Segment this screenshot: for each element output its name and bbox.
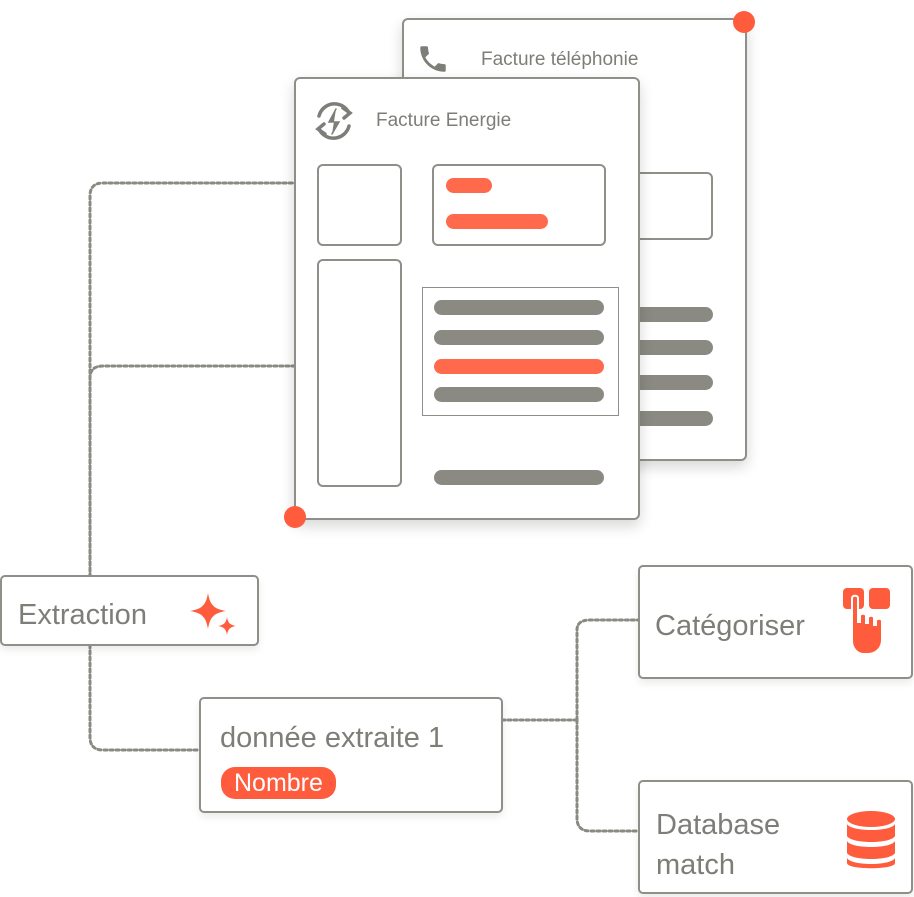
corner-dot [284, 506, 306, 528]
text-line [629, 375, 713, 390]
extracted-field-short [446, 178, 492, 193]
extraction-label: Extraction [18, 599, 147, 631]
energy-cycle-icon [309, 96, 359, 151]
type-badge: Nombre [221, 767, 336, 799]
document-title: Facture Energie [376, 110, 512, 131]
text-line [629, 340, 713, 355]
text-line [629, 411, 713, 426]
document-energy-invoice: Facture Energie [294, 77, 640, 520]
extracted-field-long [446, 214, 548, 229]
connector-extraction-to-data [88, 643, 202, 752]
categorize-node[interactable]: Catégoriser [638, 565, 913, 679]
text-line [434, 300, 604, 315]
sparkle-icon [188, 589, 238, 642]
database-label-line1: Database [656, 809, 781, 841]
database-icon [845, 810, 897, 877]
connector-extraction-to-line-field [88, 364, 442, 579]
database-label-line2: match [656, 849, 735, 881]
field-box-header [432, 164, 606, 246]
text-line [434, 330, 604, 345]
extracted-line [434, 359, 604, 374]
text-line [434, 470, 604, 485]
phone-icon [416, 42, 450, 81]
extraction-node[interactable]: Extraction [0, 575, 259, 646]
field-box [317, 164, 402, 246]
hand-pointer-icon [841, 586, 893, 663]
database-node[interactable]: Database match [638, 780, 913, 894]
connector-branch-to-categorize [575, 618, 640, 722]
extracted-data-label: donnée extraite 1 [220, 722, 445, 754]
connector-branch-to-database [575, 718, 640, 833]
line-items-frame [422, 287, 619, 416]
document-title: Facture téléphonie [481, 49, 639, 70]
corner-dot [733, 11, 755, 33]
connector-extraction-to-header-field [88, 181, 457, 579]
categorize-label: Catégoriser [655, 610, 805, 642]
field-box [629, 172, 713, 240]
extracted-data-node[interactable]: donnée extraite 1 Nombre [199, 697, 503, 813]
text-line [629, 307, 713, 322]
side-column-box [317, 259, 402, 487]
text-line [434, 387, 604, 402]
